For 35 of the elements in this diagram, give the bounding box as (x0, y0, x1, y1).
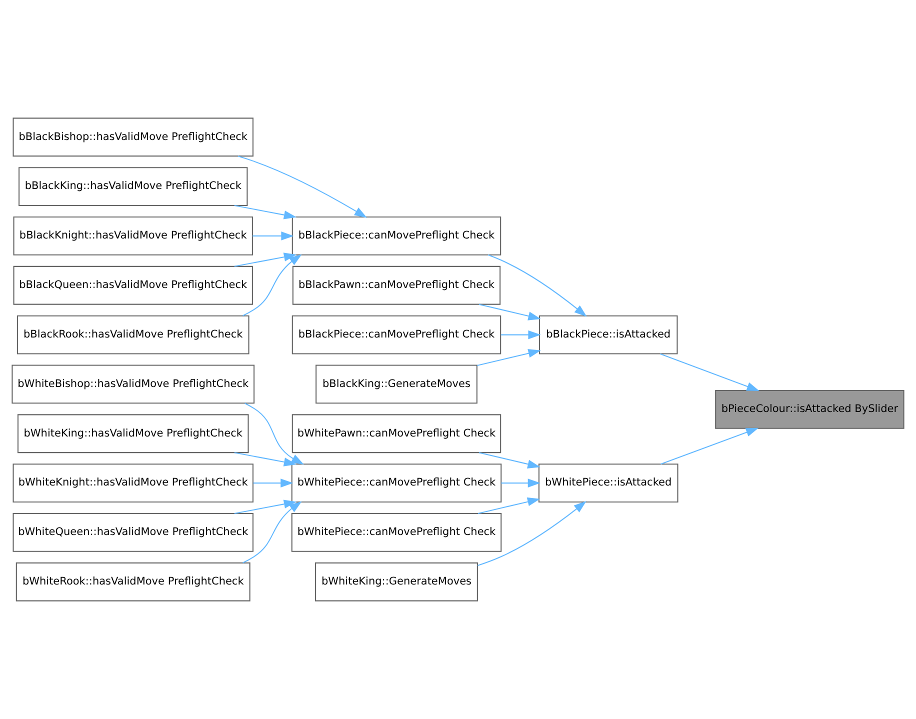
arrow (488, 254, 587, 317)
arrow (252, 232, 294, 240)
arrow (501, 478, 540, 488)
node-box: bWhiteKnight::hasValidMove PreflightCheck (12, 464, 254, 502)
node-box: bPieceColour::isAttacked BySlider (715, 390, 904, 429)
arrow (253, 478, 294, 488)
node-box: bBlackPiece::isAttacked (538, 315, 678, 354)
node-box: bBlackQueen::hasValidMove PreflightCheck (13, 266, 253, 305)
node-box: bWhiteRook::hasValidMove PreflightCheck (16, 562, 250, 602)
node-box: bBlackRook::hasValidMove PreflightCheck (16, 315, 250, 354)
node-box: bWhitePawn::canMovePreflight Check (292, 414, 502, 454)
arrow (478, 501, 586, 566)
node-box: bBlackPiece::canMovePreflight Check (292, 216, 502, 256)
node-box: bBlackKnight::hasValidMove PreflightCheck (13, 216, 253, 256)
node-box: bWhitePiece::isAttacked (538, 464, 678, 502)
node-box: bWhiteKing::hasValidMove PreflightCheck (17, 414, 249, 454)
arrow (500, 330, 541, 340)
arrow (242, 254, 302, 316)
arrow (242, 501, 302, 564)
node-box: bBlackPawn::canMovePreflight Check (292, 266, 501, 305)
arrow (660, 353, 760, 391)
arrow (660, 428, 759, 465)
node-box: bBlackBishop::hasValidMove PreflightCheck (12, 118, 254, 157)
arrow (477, 349, 541, 366)
node-box: bBlackKing::hasValidMove PreflightCheck (18, 167, 248, 206)
arrow (244, 402, 304, 465)
node-box: bBlackKing::GenerateMoves (316, 364, 478, 404)
node-box: bWhitePiece::canMovePreflight Check (291, 513, 502, 552)
node-box: bWhitePiece::canMovePreflight Check (291, 464, 502, 502)
arrow (234, 205, 297, 220)
node-box: bWhiteKing::GenerateMoves (315, 562, 478, 602)
node-box: bWhiteQueen::hasValidMove PreflightCheck (12, 513, 254, 552)
node-box: bBlackPiece::canMovePreflight Check (292, 315, 502, 354)
node-box: bWhiteBishop::hasValidMove PreflightCheck (12, 364, 255, 404)
arrow (234, 452, 297, 466)
